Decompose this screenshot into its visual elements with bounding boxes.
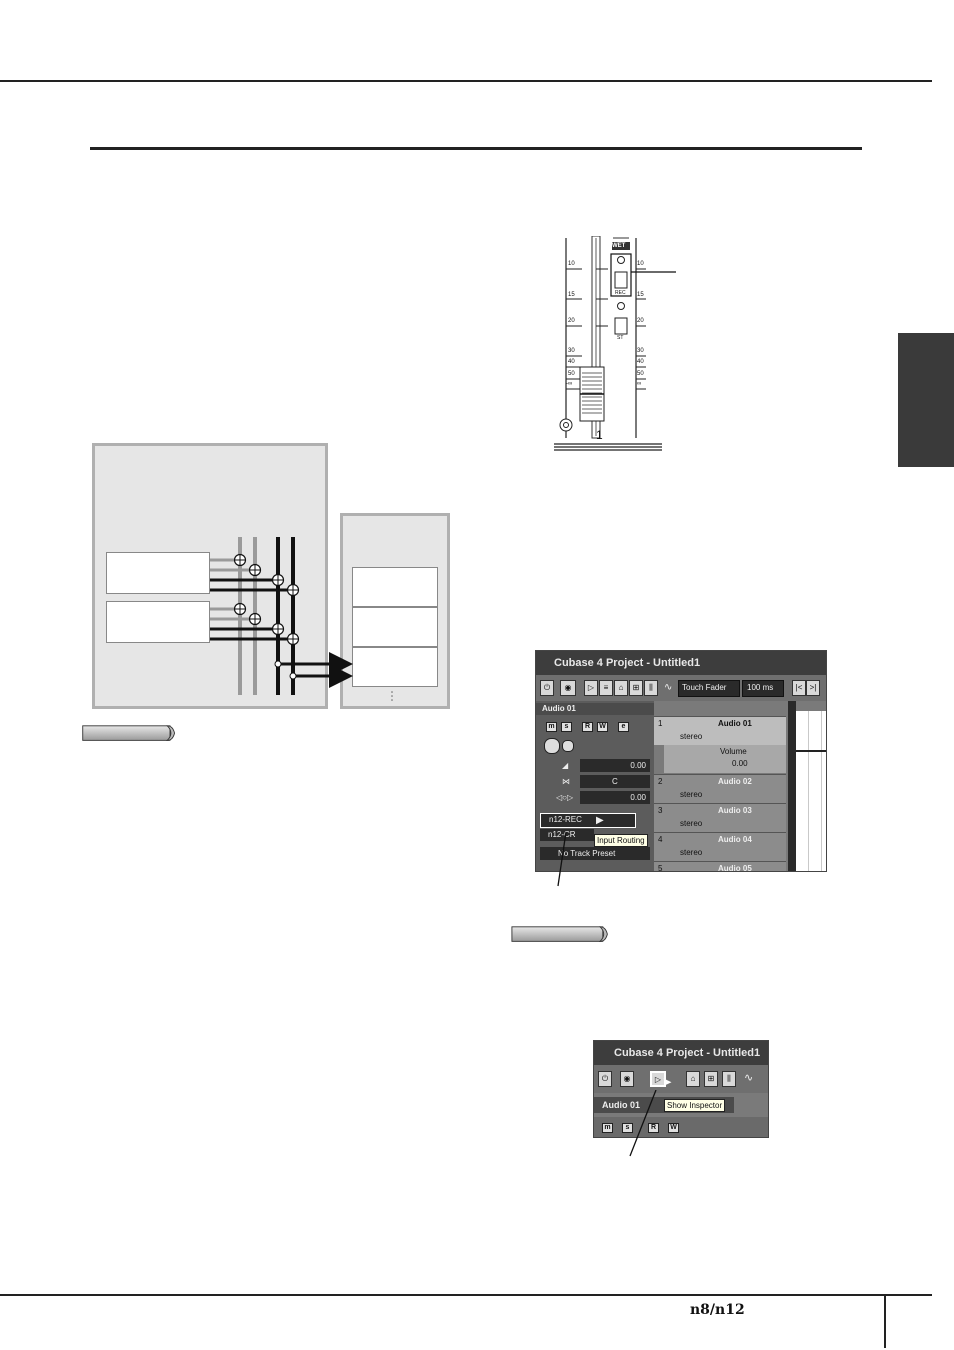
scale-right-15: 15: [637, 292, 644, 298]
divider-bar: [788, 701, 796, 872]
pool-button[interactable]: ⊞: [629, 680, 643, 696]
goto-start-button[interactable]: |<: [792, 680, 806, 696]
automation-lane[interactable]: Volume 0.00: [664, 745, 786, 773]
zoom-power-icon[interactable]: ⏻: [598, 1071, 612, 1087]
note-badge-right: [506, 925, 616, 945]
callout-line-3: [620, 1090, 660, 1160]
scale-left-50: 50: [568, 371, 575, 377]
automation-icon: ∿: [664, 682, 672, 693]
delay-icon: ◁○▷: [556, 793, 573, 802]
window-title: Cubase 4 Project - Untitled1: [536, 651, 826, 675]
zoom-automation-icon: ∿: [744, 1071, 753, 1084]
time-value-field[interactable]: 100 ms: [742, 680, 784, 697]
scale-left-inf: -∞: [566, 381, 572, 387]
scale-left-20: 20: [568, 318, 575, 324]
st-label: ST: [617, 335, 623, 341]
pan-icon: ⋈: [562, 777, 570, 786]
scale-right-10: 10: [637, 261, 644, 267]
track-row-4[interactable]: 4 Audio 04 stereo: [654, 832, 786, 861]
write-button[interactable]: W: [597, 722, 608, 732]
scale-left-30: 30: [568, 348, 575, 354]
zoom-constrain-icon[interactable]: ◉: [620, 1071, 634, 1087]
scale-left-15: 15: [568, 292, 575, 298]
inspector-track-name: Audio 01: [542, 704, 576, 713]
zoom-pool-button[interactable]: ⊞: [704, 1071, 718, 1087]
zoom-window-title: Cubase 4 Project - Untitled1: [594, 1041, 768, 1065]
show-overview-button[interactable]: ⌂: [614, 680, 628, 696]
zoom-write-button[interactable]: W: [668, 1123, 679, 1133]
zoom-toolbar: ⏻ ◉ ▷ ⌂ ⊞ ⫼ ∿ ➤: [594, 1065, 768, 1093]
track-row-3[interactable]: 3 Audio 03 stereo: [654, 803, 786, 832]
show-inspector-button[interactable]: ▷: [584, 680, 598, 696]
volume-field[interactable]: 0.00: [580, 759, 650, 772]
rec-label: REC: [615, 290, 626, 296]
input-routing-tooltip: Input Routing: [594, 834, 648, 847]
scale-right-50: 50: [637, 371, 644, 377]
callout-line-1: [796, 750, 826, 752]
chapter-tab: [898, 333, 954, 467]
record-enable-button[interactable]: [544, 738, 560, 754]
scale-right-inf: ∞: [637, 381, 641, 387]
track-row-1[interactable]: 1 Audio 01 stereo: [654, 716, 786, 745]
scale-right-40: 40: [637, 359, 644, 365]
pan-field[interactable]: C: [580, 775, 650, 788]
zoom-overview-button[interactable]: ⌂: [686, 1071, 700, 1087]
input-routing-field[interactable]: n12-REC: [540, 813, 636, 828]
wet-label: WET: [612, 243, 625, 249]
footer-brand: n8/n12: [690, 1302, 745, 1318]
mixer-button[interactable]: ⫼: [644, 680, 658, 696]
footer-rule: [0, 1294, 932, 1296]
scale-right-30: 30: [637, 348, 644, 354]
mute-button[interactable]: m: [546, 722, 557, 732]
channel-number: 1: [596, 428, 603, 442]
project-toolbar: ⏻ ◉ ▷ ≡ ⌂ ⊞ ⫼ ∿ Touch Fader 100 ms |< >|: [536, 675, 826, 701]
footer-vertical-rule: [884, 1294, 886, 1348]
mouse-cursor-icon: ▶: [596, 815, 604, 826]
goto-end-button[interactable]: >|: [806, 680, 820, 696]
monitor-button[interactable]: [562, 740, 574, 752]
routing-bus-diagram: [0, 0, 460, 720]
scale-left-40: 40: [568, 359, 575, 365]
automation-mode-select[interactable]: Touch Fader: [678, 680, 740, 697]
scale-right-20: 20: [637, 318, 644, 324]
zoom-mixer-button[interactable]: ⫼: [722, 1071, 736, 1087]
inspector-header: Audio 01: [536, 703, 654, 715]
constrain-icon[interactable]: ◉: [560, 680, 576, 696]
edit-button[interactable]: e: [618, 722, 629, 732]
track-row-2[interactable]: 2 Audio 02 stereo: [654, 774, 786, 803]
arrange-grid: [796, 711, 827, 872]
callout-line-2: [540, 832, 570, 888]
show-inspector-tooltip: Show Inspector: [664, 1099, 725, 1112]
zoom-mute-button[interactable]: m: [602, 1123, 613, 1133]
delay-field[interactable]: 0.00: [580, 791, 650, 804]
power-icon[interactable]: ⏻: [540, 680, 554, 696]
scale-left-10: 10: [568, 261, 575, 267]
cubase-project-window: Cubase 4 Project - Untitled1 ⏻ ◉ ▷ ≡ ⌂ ⊞…: [535, 650, 827, 872]
zoom-cursor-icon: ➤: [662, 1075, 672, 1089]
show-info-line-button[interactable]: ≡: [599, 680, 613, 696]
note-badge-left: [77, 724, 183, 744]
track-row-5[interactable]: 5 Audio 05: [654, 861, 786, 872]
solo-button[interactable]: s: [561, 722, 572, 732]
rec-fader-illustration: [552, 236, 682, 454]
volume-icon: ◢: [562, 761, 568, 770]
read-button[interactable]: R: [582, 722, 593, 732]
